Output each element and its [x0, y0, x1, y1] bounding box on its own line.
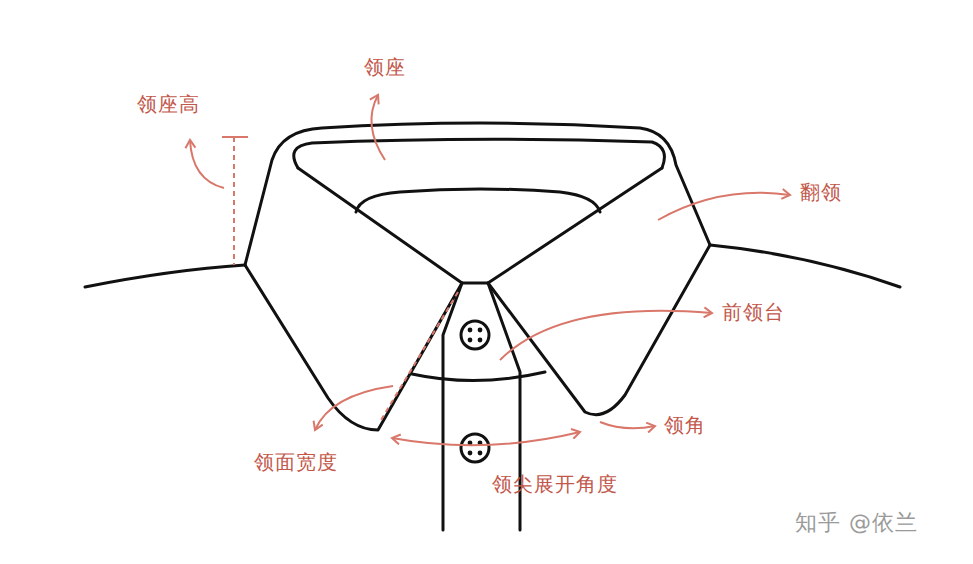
dimension-lines — [222, 137, 458, 420]
dimension-label: 领尖展开角度 — [492, 472, 618, 496]
part-label: 领角 — [664, 413, 706, 437]
part-label: 翻领 — [800, 180, 842, 204]
part-label: 领座 — [364, 55, 406, 79]
part-label: 前领台 — [722, 300, 785, 324]
dimension-label: 领座高 — [137, 92, 200, 116]
watermark: 知乎 @依兰 — [795, 510, 918, 536]
collar-outline — [85, 123, 900, 530]
leader-arrows — [190, 95, 790, 445]
button-holes — [468, 328, 483, 456]
dimension-label: 领面宽度 — [254, 450, 338, 474]
